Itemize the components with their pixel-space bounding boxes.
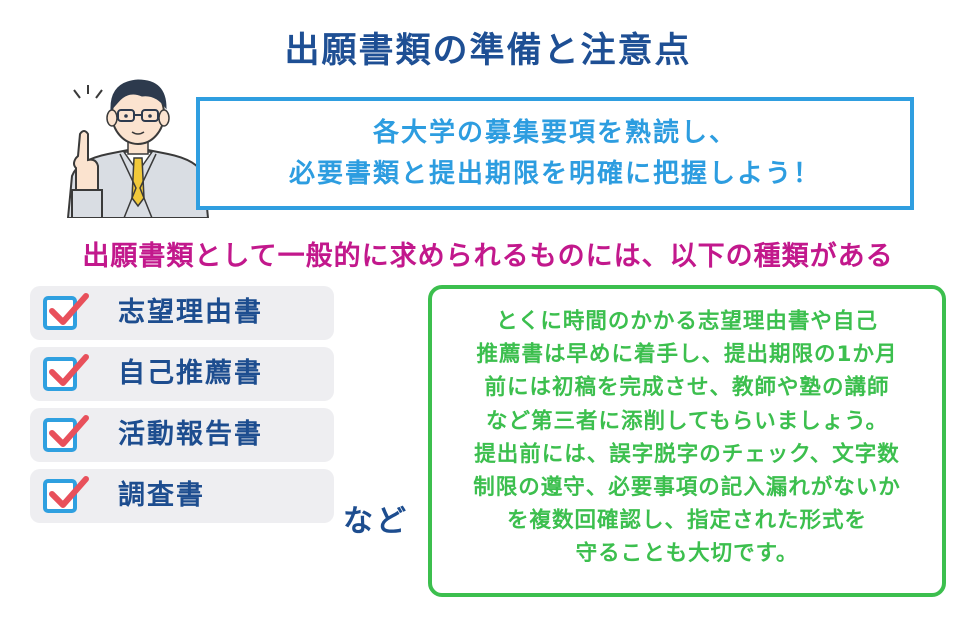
section-heading: 出願書類として一般的に求められるものには、以下の種類がある	[82, 241, 894, 272]
document-label: 調査書	[118, 480, 205, 511]
document-label: 自己推薦書	[118, 358, 263, 389]
note-box: とくに時間のかかる志望理由書や自己 推薦書は早めに着手し、提出期限の1か月 前に…	[428, 285, 946, 597]
document-item: 志望理由書	[30, 286, 334, 340]
etc-label: など	[343, 504, 409, 539]
speech-line: 各大学の募集要項を熟読し、	[372, 117, 737, 148]
document-item: 活動報告書	[30, 408, 334, 462]
note-line: とくに時間のかかる志望理由書や自己	[496, 309, 878, 334]
note-line: など第三者に添削してもらいましょう。	[486, 408, 888, 434]
document-label: 志望理由書	[118, 297, 263, 328]
speech-box: 各大学の募集要項を熟読し、 必要書類と提出期限を明確に把握しよう！	[196, 97, 914, 210]
note-line: 守ることも大切です。	[575, 541, 799, 567]
checkmark-icon	[49, 415, 89, 447]
document-item: 自己推薦書	[30, 347, 334, 401]
note-line: 提出前には、誤字脱字のチェック、文字数	[474, 441, 900, 467]
document-label: 活動報告書	[118, 419, 263, 450]
checkmark-icon	[49, 293, 89, 325]
note-line: 推薦書は早めに着手し、提出期限の1か月	[476, 342, 898, 368]
teacher-illustration	[66, 79, 210, 218]
checkmark-icon	[49, 354, 89, 386]
checkmark-icon	[49, 476, 89, 508]
page-title: 出願書類の準備と注意点	[284, 31, 692, 71]
note-line: 前には初稿を完成させ、教師や塾の講師	[484, 375, 890, 401]
document-item: 調査書	[30, 469, 334, 523]
note-line: を複数回確認し、指定された形式を	[506, 508, 867, 534]
note-line: 制限の遵守、必要事項の記入漏れがないか	[473, 475, 901, 501]
speech-line: 必要書類と提出期限を明確に把握しよう！	[288, 158, 821, 189]
